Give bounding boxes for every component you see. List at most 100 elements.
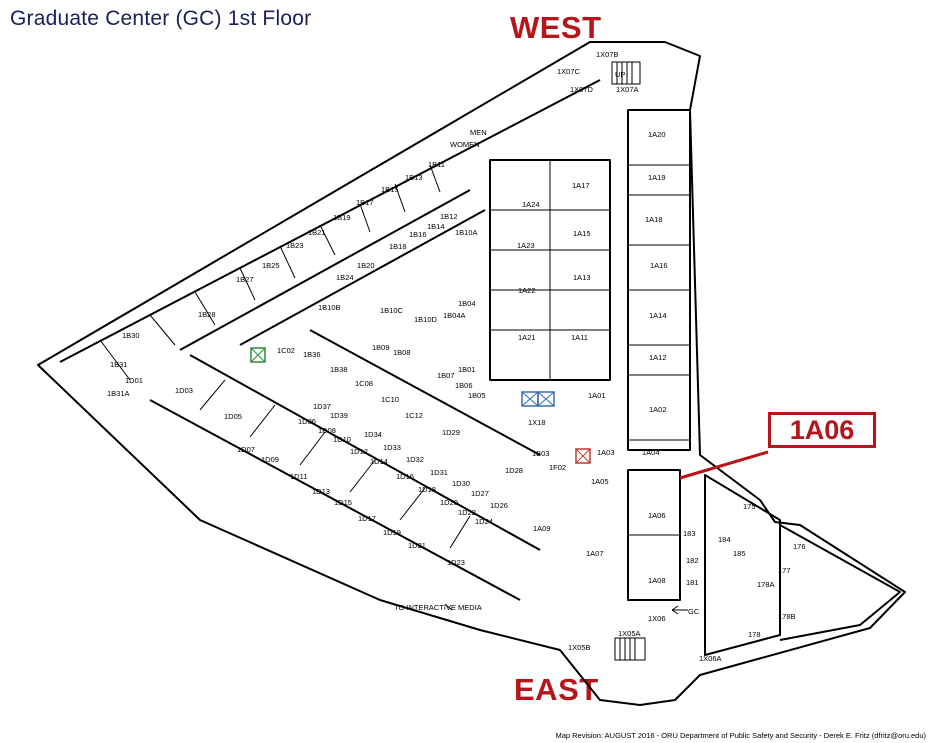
elevator-green-icon — [250, 347, 266, 363]
room-label-1c10: 1C10 — [381, 395, 399, 404]
room-label-1f02: 1F02 — [549, 463, 566, 472]
room-label-176: 176 — [793, 542, 806, 551]
room-label-183: 183 — [683, 529, 696, 538]
room-label-1b01: 1B01 — [458, 365, 476, 374]
room-label-1b14: 1B14 — [427, 222, 445, 231]
interactive-media-arrow-icon — [444, 603, 453, 611]
room-label-1d13: 1D13 — [312, 487, 330, 496]
stair-up-label: UP — [615, 70, 625, 79]
room-label-1d27: 1D27 — [471, 489, 489, 498]
room-label-181: 181 — [686, 578, 699, 587]
room-label-1b19: 1B19 — [333, 213, 351, 222]
room-label-1b13: 1B13 — [405, 173, 423, 182]
room-label-1d18: 1D18 — [418, 485, 436, 494]
room-label-1d10: 1D10 — [333, 435, 351, 444]
room-label-1d28: 1D28 — [505, 466, 523, 475]
room-label-1a12: 1A12 — [649, 353, 667, 362]
room-label-1b30: 1B30 — [122, 331, 140, 340]
room-label-1d37: 1D37 — [313, 402, 331, 411]
room-label-1x05b: 1X05B — [568, 643, 591, 652]
room-label-1b38: 1B38 — [330, 365, 348, 374]
room-label-1b31: 1B31 — [110, 360, 128, 369]
room-label-1a20: 1A20 — [648, 130, 666, 139]
room-label-1d11: 1D11 — [290, 472, 307, 481]
room-label-1b25: 1B25 — [262, 261, 280, 270]
callout-leader-line — [679, 450, 769, 480]
room-label-1b10a: 1B10A — [455, 228, 478, 237]
room-label-1b04: 1B04 — [458, 299, 476, 308]
room-label-1b16: 1B16 — [409, 230, 427, 239]
room-label-1b21: 1B21 — [308, 228, 326, 237]
room-label-1a19: 1A19 — [648, 173, 666, 182]
room-label-1d15: 1D15 — [334, 498, 352, 507]
room-label-1d01: 1D01 — [125, 376, 143, 385]
room-label-178a: 178A — [757, 580, 775, 589]
map-revision-footer: Map Revision: AUGUST 2016 - ORU Departme… — [555, 731, 926, 740]
room-label-1a04: 1A04 — [642, 448, 660, 457]
room-label-1a15: 1A15 — [573, 229, 591, 238]
room-label-1x07d: 1X07D — [570, 85, 594, 94]
room-label-184: 184 — [718, 535, 731, 544]
room-label-1b11: 1B11 — [428, 160, 445, 169]
room-label-1b07: 1B07 — [437, 371, 455, 380]
room-label-1b17: 1B17 — [356, 198, 374, 207]
room-label-1d08: 1D08 — [318, 426, 336, 435]
room-label-1x06a: 1X06A — [699, 654, 722, 663]
room-label-1b24: 1B24 — [336, 273, 354, 282]
room-label-1a13: 1A13 — [573, 273, 591, 282]
gc-entrance-label: GC — [688, 607, 700, 616]
map-title: Graduate Center (GC) 1st Floor — [10, 7, 312, 30]
room-label-1b27: 1B27 — [236, 275, 254, 284]
room-label-1b06: 1B06 — [455, 381, 473, 390]
room-label-1b36: 1B36 — [303, 350, 321, 359]
room-label-1c12: 1C12 — [405, 411, 423, 420]
room-label-1d39: 1D39 — [330, 411, 348, 420]
highlight-callout: 1A06 — [768, 412, 876, 448]
room-label-women: WOMEN — [450, 140, 480, 149]
room-label-1d20: 1D20 — [440, 498, 458, 507]
stair-west-icon — [611, 61, 641, 85]
room-label-182: 182 — [686, 556, 699, 565]
room-label-1d29: 1D29 — [442, 428, 460, 437]
room-label-1x18: 1X18 — [528, 418, 546, 427]
room-label-1d26: 1D26 — [490, 501, 508, 510]
room-label-1x07b: 1X07B — [596, 50, 619, 59]
room-label-1d16: 1D16 — [396, 472, 414, 481]
room-label-1a01: 1A01 — [588, 391, 606, 400]
room-label-1a14: 1A14 — [649, 311, 667, 320]
compass-west-label: WEST — [510, 10, 602, 45]
elevator-icon — [521, 391, 555, 407]
room-label-1b05: 1B05 — [468, 391, 486, 400]
room-label-1d12: 1D12 — [350, 447, 368, 456]
room-label-1c02: 1C02 — [277, 346, 295, 355]
room-label-1a17: 1A17 — [572, 181, 590, 190]
stair-east-icon — [614, 637, 646, 661]
room-label-1a21: 1A21 — [518, 333, 536, 342]
room-label-178b: 178B — [778, 612, 796, 621]
room-label-1d30: 1D30 — [452, 479, 470, 488]
room-label-men: MEN — [470, 128, 487, 137]
room-label-1a05: 1A05 — [591, 477, 609, 486]
room-label-1a03: 1A03 — [597, 448, 615, 457]
compass-east-label: EAST — [514, 672, 599, 707]
room-label-1d33: 1D33 — [383, 443, 401, 452]
room-label-1b31a: 1B31A — [107, 389, 130, 398]
elevator-red-icon — [575, 448, 591, 464]
room-label-1b12: 1B12 — [440, 212, 458, 221]
room-label-1b18: 1B18 — [389, 242, 407, 251]
room-label-1a24: 1A24 — [522, 200, 540, 209]
room-label-1a16: 1A16 — [650, 261, 668, 270]
room-label-1a08: 1A08 — [648, 576, 666, 585]
room-label-1b04a: 1B04A — [443, 311, 466, 320]
room-label-1d32: 1D32 — [406, 455, 424, 464]
room-label-1b28: 1B28 — [198, 310, 216, 319]
room-label-1b10c: 1B10C — [380, 306, 404, 315]
room-label-178: 178 — [748, 630, 761, 639]
room-label-1b03: 1B03 — [532, 449, 550, 458]
room-label-1d31: 1D31 — [430, 468, 448, 477]
room-label-1d07: 1D07 — [237, 445, 255, 454]
room-label-1b08: 1B08 — [393, 348, 411, 357]
room-label-175: 175 — [743, 502, 756, 511]
room-label-1d34: 1D34 — [364, 430, 382, 439]
